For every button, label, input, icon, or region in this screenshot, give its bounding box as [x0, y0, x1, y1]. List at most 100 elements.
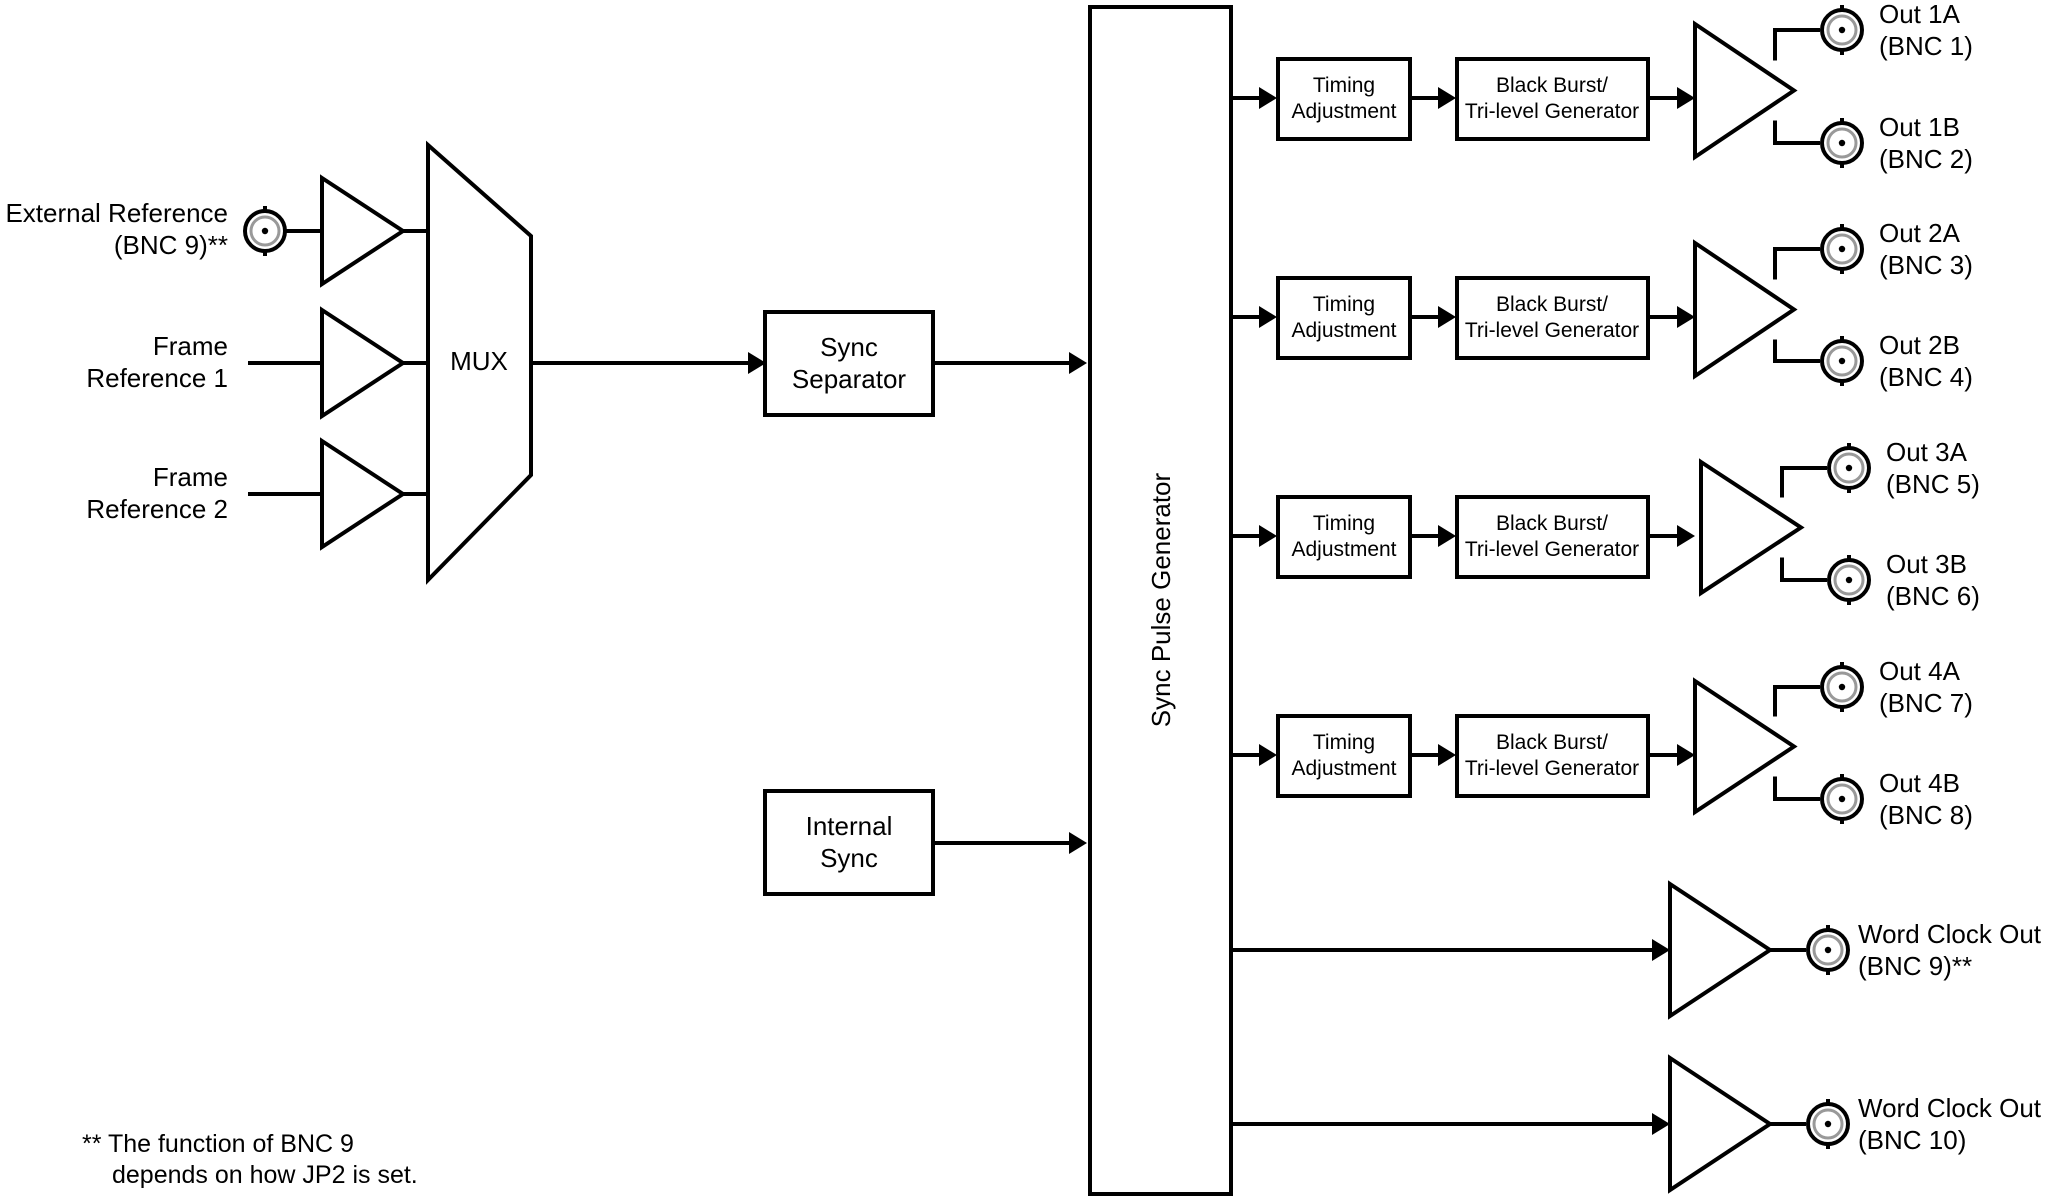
bnc-connector-out-a — [1827, 443, 1871, 493]
mux-trapezoid — [426, 140, 533, 585]
black-burst-generator-box — [1455, 495, 1650, 579]
timing-adjustment-box — [1276, 714, 1412, 798]
black-burst-generator-label: Tri-level Generator — [1465, 538, 1639, 561]
label-external-reference: (BNC 9)** — [114, 230, 228, 260]
black-burst-generator-label: Black Burst/ — [1496, 731, 1608, 754]
bnc-pin — [1845, 576, 1853, 584]
bnc-connector-out-a — [1820, 662, 1864, 712]
arrowhead — [1069, 352, 1087, 374]
word-clock-output-1: Word Clock Out(BNC 9)** — [1231, 880, 2042, 1020]
bnc-connector-word-clock — [1806, 925, 1850, 975]
sync-pulse-generator-box — [1088, 5, 1233, 1196]
footnote-line-1: ** The function of BNC 9 — [82, 1130, 354, 1158]
arrowhead — [1259, 87, 1277, 109]
bnc-pin — [1838, 26, 1846, 34]
label-word-clock-out: Word Clock Out — [1858, 919, 2042, 949]
label-out-a: Out 2A — [1879, 218, 1961, 248]
output-amplifier — [1693, 239, 1798, 380]
timing-adjustment-box — [1276, 57, 1412, 141]
arrowhead — [1259, 525, 1277, 547]
label-word-clock-out: (BNC 9)** — [1858, 951, 1972, 981]
label-out-b: Out 4B — [1879, 768, 1960, 798]
sync-separator-box — [763, 310, 935, 417]
bnc-pin — [261, 227, 269, 235]
black-burst-generator-label: Tri-level Generator — [1465, 100, 1639, 123]
bnc-pin — [1838, 795, 1846, 803]
bnc-connector-out-a — [1820, 5, 1864, 55]
bnc-connector-word-clock — [1806, 1099, 1850, 1149]
arrowhead — [1438, 525, 1456, 547]
black-burst-generator-label: Black Burst/ — [1496, 512, 1608, 535]
bnc-connector-out-a — [1820, 224, 1864, 274]
sync-separator-label: Separator — [792, 364, 907, 394]
bnc-pin — [1838, 357, 1846, 365]
label-out-a: Out 1A — [1879, 0, 1961, 29]
arrowhead — [748, 352, 766, 374]
bnc-pin — [1824, 946, 1832, 954]
wire-amp-to-out-a — [1773, 685, 1820, 717]
label-out-b: Out 2B — [1879, 330, 1960, 360]
arrowhead — [1438, 87, 1456, 109]
bnc-connector-external-reference — [243, 206, 287, 256]
output-amplifier — [1693, 677, 1798, 816]
arrowhead — [1677, 87, 1695, 109]
sync-separator-label: Sync — [820, 332, 878, 362]
timing-adjustment-label: Adjustment — [1291, 757, 1396, 780]
arrowhead — [1677, 306, 1695, 328]
input-amplifier-2 — [320, 306, 407, 420]
label-out-b: (BNC 6) — [1886, 581, 1980, 611]
wire-amp-to-out-b — [1780, 557, 1827, 582]
label-out-b: Out 3B — [1886, 549, 1967, 579]
wire-amp-to-out-a — [1773, 28, 1820, 61]
wire-amp-to-out-a — [1780, 466, 1827, 498]
mux-block: MUX — [426, 140, 533, 585]
label-out-a: (BNC 7) — [1879, 688, 1973, 718]
timing-adjustment-label: Timing — [1313, 512, 1375, 535]
arrowhead — [1438, 306, 1456, 328]
wire-amp-to-out-b — [1773, 776, 1820, 801]
wire-amp-to-out-b — [1773, 120, 1820, 145]
arrowhead — [1677, 744, 1695, 766]
arrowhead — [1652, 939, 1670, 961]
label-out-b: (BNC 4) — [1879, 362, 1973, 392]
output-amplifier — [1693, 20, 1798, 161]
timing-adjustment-box — [1276, 276, 1412, 360]
label-out-a: Out 3A — [1886, 437, 1968, 467]
black-burst-generator-label: Tri-level Generator — [1465, 757, 1639, 780]
wire-amp-to-out-b — [1773, 339, 1820, 363]
black-burst-generator-box — [1455, 57, 1650, 141]
black-burst-generator-label: Black Burst/ — [1496, 74, 1608, 97]
word-clock-amplifier — [1668, 880, 1774, 1020]
timing-adjustment-label: Timing — [1313, 731, 1375, 754]
label-out-b: Out 1B — [1879, 112, 1960, 142]
label-frame-reference-1: Frame — [153, 331, 228, 361]
output-amplifier — [1699, 458, 1805, 597]
internal-sync-label: Sync — [820, 843, 878, 873]
mux-label: MUX — [450, 346, 508, 376]
arrowhead — [1652, 1113, 1670, 1135]
label-out-a: (BNC 1) — [1879, 31, 1973, 61]
black-burst-generator-label: Black Burst/ — [1496, 293, 1608, 316]
word-clock-amplifier — [1668, 1054, 1774, 1194]
bnc-connector-out-b — [1820, 336, 1864, 386]
bnc-pin — [1838, 683, 1846, 691]
arrowhead — [1259, 744, 1277, 766]
label-out-b: (BNC 8) — [1879, 800, 1973, 830]
label-external-reference: External Reference — [5, 198, 228, 228]
label-out-b: (BNC 2) — [1879, 144, 1973, 174]
black-burst-generator-label: Tri-level Generator — [1465, 319, 1639, 342]
timing-adjustment-label: Timing — [1313, 74, 1375, 97]
timing-adjustment-label: Adjustment — [1291, 538, 1396, 561]
arrowhead — [1438, 744, 1456, 766]
sync-pulse-generator-block: Sync Pulse Generator — [1088, 5, 1233, 1196]
timing-adjustment-label: Timing — [1313, 293, 1375, 316]
input-section: External Reference(BNC 9)** FrameReferenc… — [5, 174, 428, 551]
label-frame-reference-2: Reference 2 — [86, 494, 228, 524]
